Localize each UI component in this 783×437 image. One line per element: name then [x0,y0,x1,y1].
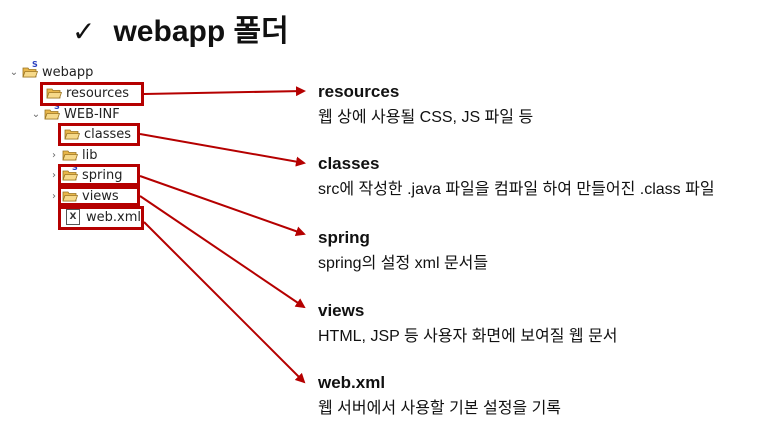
folder-open-icon [62,190,78,202]
tree-label: views [82,188,119,204]
page-title: ✓ webapp 폴더 [72,6,289,50]
folder-open-icon: S [62,163,78,181]
folder-open-icon: S [22,60,38,78]
highlight-resources [40,82,144,106]
chevron-down-icon[interactable]: ⌄ [31,108,41,120]
tree-item-views[interactable]: › views [48,187,119,205]
highlight-spring [58,164,140,186]
tree-item-lib[interactable]: › lib [48,146,97,164]
chevron-right-icon[interactable]: › [52,149,56,161]
desc-heading: classes [318,154,380,173]
tree-item-spring[interactable]: › S spring [48,163,123,184]
desc-heading: spring [318,228,370,247]
folder-open-icon [62,149,78,161]
folder-open-icon [46,87,62,99]
desc-text: 웹 상에 사용될 CSS, JS 파일 등 [318,109,534,126]
desc-text: 웹 서버에서 사용할 기본 설정을 기록 [318,400,562,417]
arrow-web-xml [143,221,306,384]
tree-item-webapp[interactable]: ⌄ S webapp [8,60,94,81]
tree-label: webapp [42,64,94,80]
chevron-down-icon[interactable]: ⌄ [9,66,19,78]
desc-text: src에 작성한 .java 파일을 컴파일 하여 만들어진 .class 파일 [318,181,715,198]
highlight-web-xml [58,206,144,230]
tree-item-classes[interactable]: classes [64,125,131,143]
desc-heading: web.xml [318,373,386,392]
desc-views: views HTML, JSP 등 사용자 화면에 보여질 웹 문서 [318,301,778,347]
page-title-text: webapp 폴더 [113,15,289,48]
highlight-views [58,186,140,206]
desc-resources: resources 웹 상에 사용될 CSS, JS 파일 등 [318,82,778,128]
chevron-right-icon[interactable]: › [52,169,56,181]
desc-text: HTML, JSP 등 사용자 화면에 보여질 웹 문서 [318,328,618,345]
desc-text: spring의 설정 xml 문서들 [318,255,489,272]
tree-label: classes [84,126,132,142]
project-tree: ⌄ S webapp resources ⌄ S WEB-INF classes… [0,0,200,240]
tree-label: lib [82,147,98,163]
highlight-classes [58,123,140,146]
desc-classes: classes src에 작성한 .java 파일을 컴파일 하여 만들어진 .… [318,154,778,200]
chevron-right-icon[interactable]: › [52,190,56,202]
tree-label: resources [66,85,130,101]
desc-heading: views [318,301,365,320]
tree-label: WEB-INF [64,106,120,122]
folder-open-icon [64,128,80,140]
tree-label: web.xml [86,209,141,225]
folder-open-icon: S [44,102,60,120]
tree-item-web-inf[interactable]: ⌄ S WEB-INF [30,102,120,123]
spring-badge-icon: S [54,102,60,111]
tree-item-resources[interactable]: resources [46,84,129,102]
desc-spring: spring spring의 설정 xml 문서들 [318,228,778,274]
check-icon: ✓ [72,15,96,48]
tree-item-web-xml[interactable]: X web.xml [66,208,141,226]
spring-badge-icon: S [72,163,78,172]
xml-file-icon: X [66,209,80,225]
desc-heading: resources [318,82,400,101]
tree-label: spring [82,167,123,183]
desc-web-xml: web.xml 웹 서버에서 사용할 기본 설정을 기록 [318,373,778,419]
spring-badge-icon: S [32,60,38,69]
